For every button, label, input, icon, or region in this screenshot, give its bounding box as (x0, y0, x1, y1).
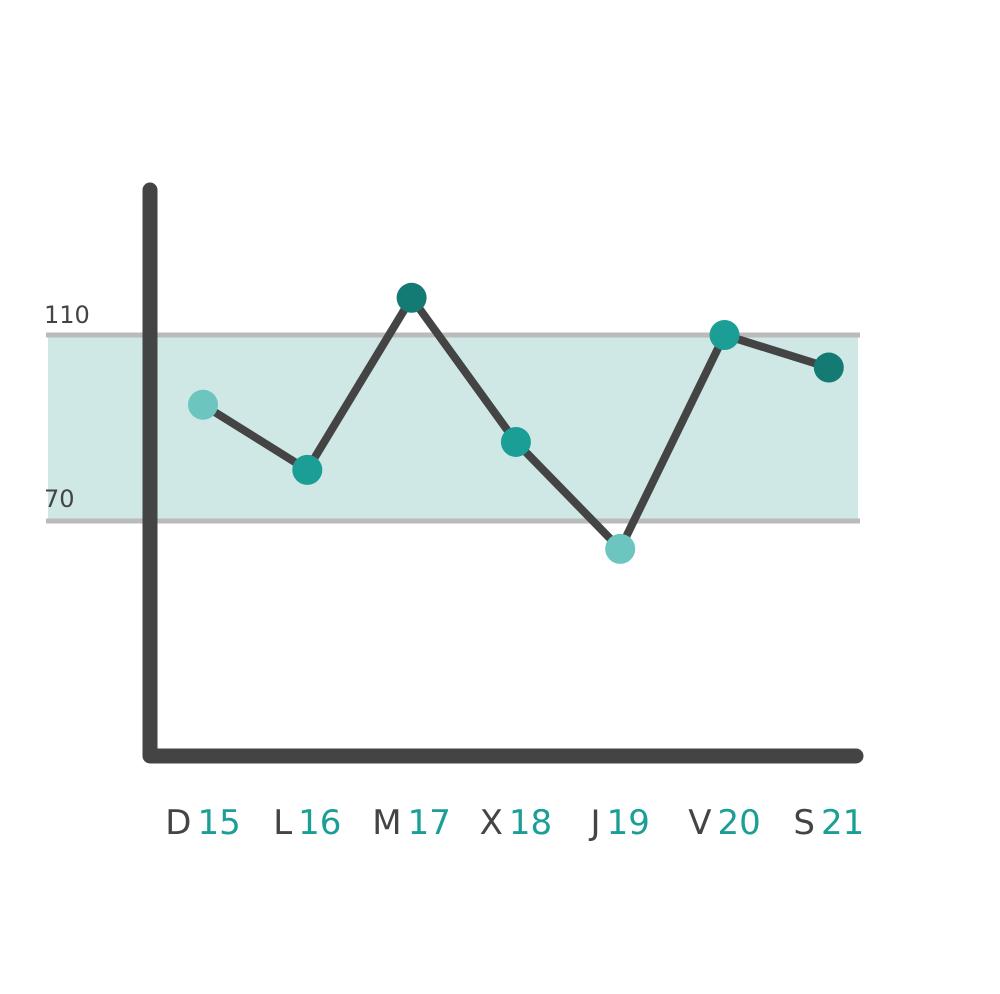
x-tick-day: V (688, 803, 711, 843)
data-point (396, 282, 427, 313)
x-tick-date: 16 (298, 803, 341, 843)
x-tick-day: J (589, 803, 601, 843)
data-point (188, 389, 218, 420)
x-tick-day: D (165, 803, 191, 843)
band-lower-label: 70 (44, 485, 75, 513)
x-tick-day: X (480, 803, 503, 843)
series-layer (188, 282, 844, 564)
x-tick-date: 20 (718, 803, 761, 843)
reference-band (48, 335, 858, 521)
x-tick-date: 21 (821, 803, 864, 843)
x-tick-date: 19 (607, 803, 650, 843)
band-upper-label: 110 (44, 301, 90, 329)
data-point (605, 533, 636, 564)
x-tick-day: L (273, 803, 292, 843)
axes (142, 182, 864, 764)
x-tick-day: S (793, 803, 815, 843)
data-point (709, 320, 740, 350)
x-tick-date: 18 (509, 803, 552, 843)
data-point (292, 454, 323, 485)
x-tick-date: 17 (408, 803, 451, 843)
x-tick-day: M (372, 803, 401, 843)
x-tick-date: 15 (197, 803, 240, 843)
data-point (813, 352, 844, 383)
data-point (500, 426, 531, 457)
